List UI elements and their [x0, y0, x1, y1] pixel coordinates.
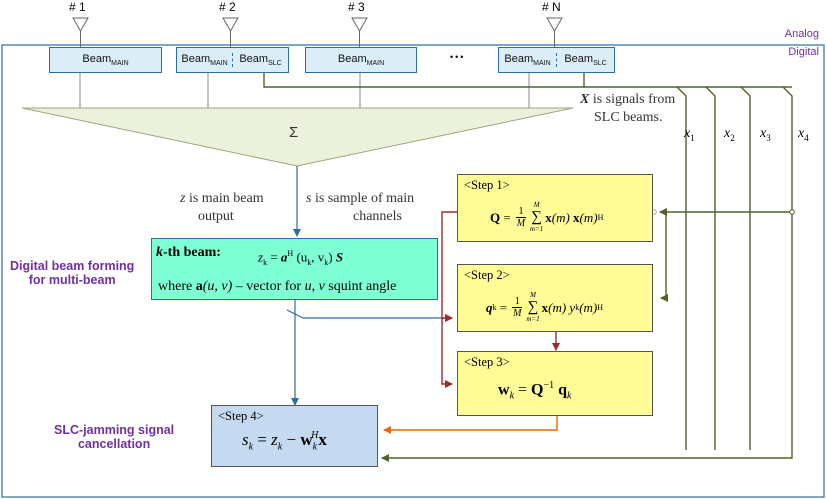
antenna-icon [72, 17, 89, 47]
antenna-icon [222, 17, 239, 47]
digital-domain-frame [1, 44, 825, 498]
beam-stems [79, 73, 530, 108]
combiner-sigma: Σ [289, 124, 299, 141]
slc-cancellation-label: SLC-jamming signal cancellation [54, 423, 175, 451]
antenna-label-n: # N [542, 0, 561, 14]
x-note: X is signals from [580, 92, 676, 107]
digital-beamforming-box: k-th beam: zk = aH (uk, vk) S where a(u,… [151, 238, 438, 300]
s-note-line2: channels [353, 209, 402, 224]
dbf-where: where a(u, v) – vector for u, v squint a… [158, 279, 397, 294]
digital-domain-label: Digital [788, 46, 819, 58]
x-note-line2: SLC beams. [594, 110, 663, 125]
step3-equation: wk = Q−1 qk [498, 380, 572, 402]
z-note-line2: output [198, 209, 234, 224]
dbf-equation: zk = aH (uk, vk) S [258, 249, 344, 267]
step1-title: <Step 1> [464, 178, 510, 192]
beam-main-3: BeamMAIN [305, 47, 417, 73]
z-note: z is main beam [180, 191, 264, 206]
step3-title: <Step 3> [464, 355, 510, 369]
channel-label-x2: x2 [724, 126, 735, 143]
beam-main-slc-2: BeamMAIN BeamSLC [176, 47, 289, 73]
step1-box: <Step 1> Q = 1 M M ∑ m=1 x(m) x(m)H [457, 174, 653, 242]
step1-equation: Q = 1 M M ∑ m=1 x(m) x(m)H [490, 201, 604, 233]
analog-domain-label: Analog [784, 28, 819, 40]
channel-label-x4: x4 [798, 126, 809, 143]
step2-title: <Step 2> [464, 268, 510, 282]
s-note: s is sample of main [306, 191, 415, 206]
antenna-icon [351, 17, 368, 47]
step3-box: <Step 3> wk = Q−1 qk [457, 351, 653, 416]
dbf-label: Digital beam forming for multi-beam [10, 259, 135, 287]
beam-ellipsis: ••• [450, 52, 466, 62]
antenna-icon [546, 17, 563, 47]
beam-main-1: BeamMAIN [49, 47, 162, 73]
slc-signal-lines [263, 73, 793, 462]
beam-main-slc-n: BeamMAIN BeamSLC [498, 47, 615, 73]
antenna-label-3: # 3 [348, 0, 365, 14]
step4-equation: sk = zk − wkHx [242, 430, 327, 453]
step4-title: <Step 4> [218, 409, 264, 423]
channel-label-x3: x3 [760, 126, 771, 143]
dbf-title: k-th beam: [156, 245, 221, 260]
covariance-lines [441, 211, 560, 388]
step4-box: <Step 4> sk = zk − wkHx [211, 405, 378, 467]
combiner-triangle [21, 107, 574, 167]
antenna-label-1: # 1 [69, 0, 86, 14]
channel-label-x1: x1 [684, 126, 695, 143]
antenna-label-2: # 2 [219, 0, 236, 14]
